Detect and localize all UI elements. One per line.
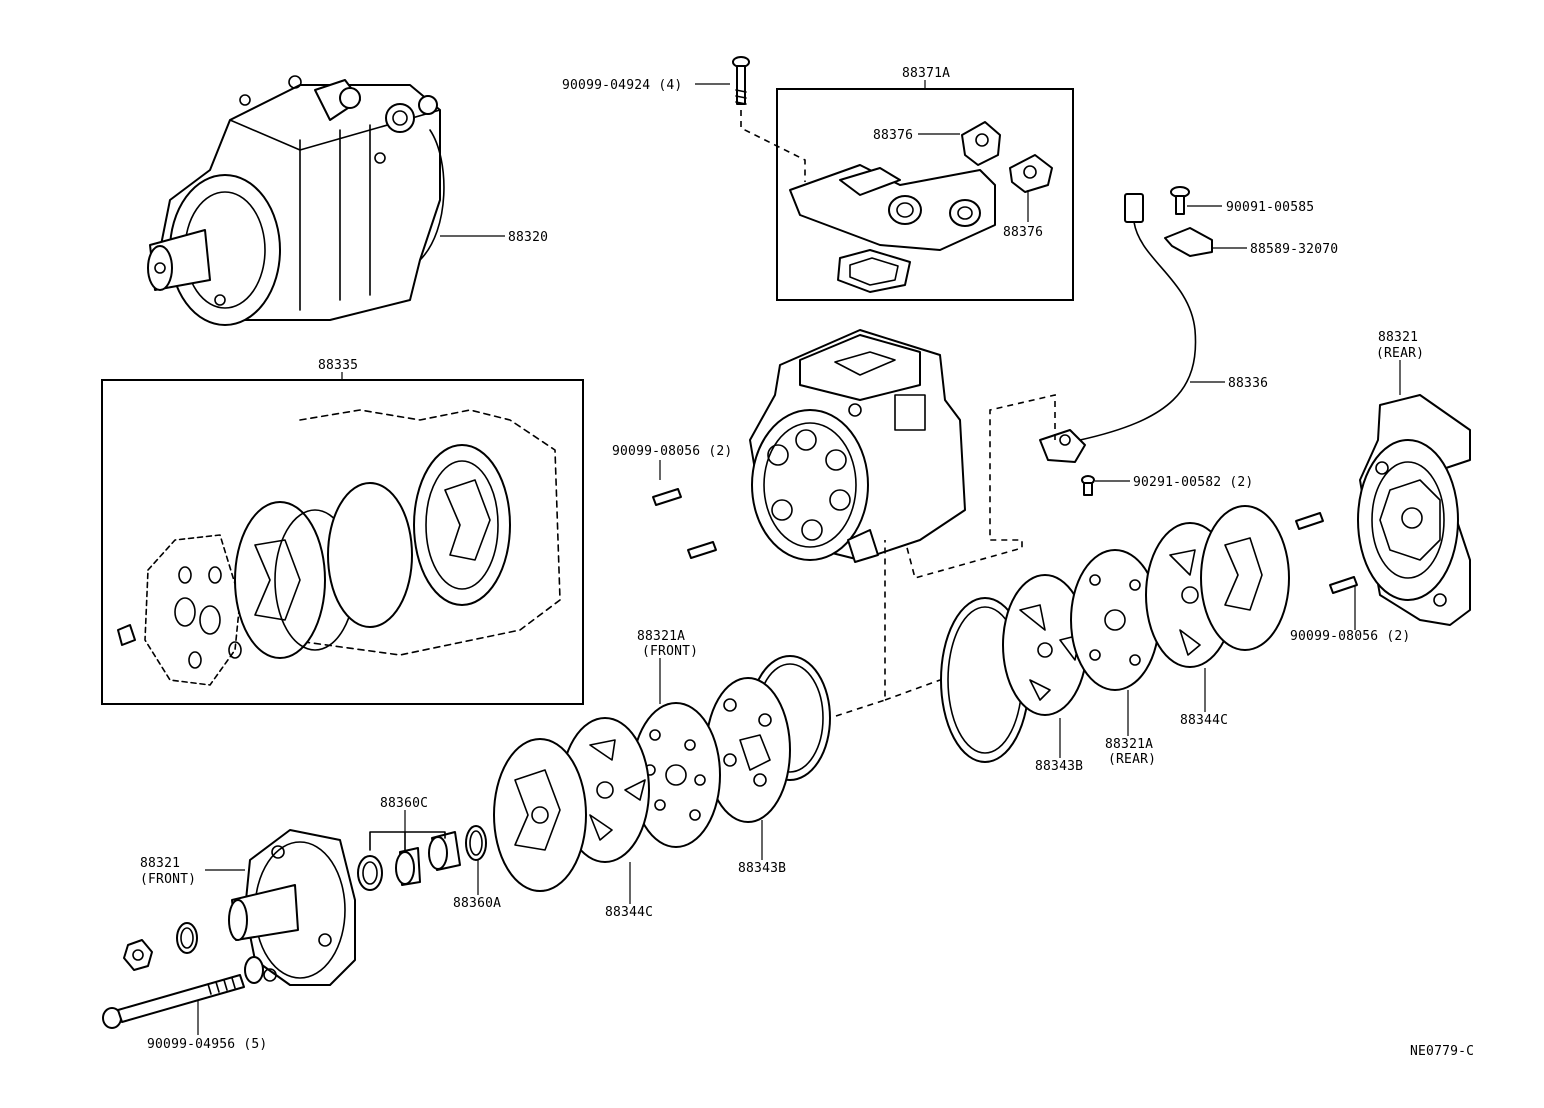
front-rear-guide xyxy=(835,540,886,717)
gasket-left-illustration xyxy=(705,677,791,823)
sensor-wire-illustration xyxy=(1039,193,1197,463)
label-reed-valve-right: 88344C xyxy=(1180,713,1228,728)
label-bolt-top: 90099-04924 (4) xyxy=(562,78,682,93)
long-bolt-illustration xyxy=(102,974,245,1029)
pins-left-illustration xyxy=(652,488,717,559)
clamp-illustration xyxy=(1164,227,1213,257)
label-snap-ring: 88360A xyxy=(453,896,501,911)
front-housing-illustration xyxy=(228,829,356,986)
sensor-guide xyxy=(904,393,1056,579)
compressor-assembly-illustration xyxy=(147,75,445,326)
label-housing-rear-note: (REAR) xyxy=(1376,346,1424,361)
pins-right-illustration xyxy=(1295,512,1358,594)
front-rear-guide-b xyxy=(884,679,941,701)
label-gasket-left: 88343B xyxy=(738,861,786,876)
snap-ring-illustration xyxy=(465,825,487,861)
label-pin-right: 90099-08056 (2) xyxy=(1290,629,1410,644)
valve-plate-rear-illustration xyxy=(1070,549,1160,691)
rear-housing-illustration xyxy=(1357,394,1471,626)
leader-lines xyxy=(197,80,1401,1035)
label-valve-fitting-b: 88376 xyxy=(1003,225,1043,240)
bolt-top-guide xyxy=(740,110,806,182)
label-pin-left: 90099-08056 (2) xyxy=(612,444,732,459)
shaft-parts-illustration xyxy=(123,922,264,984)
label-compressor-assy: 88320 xyxy=(508,230,548,245)
seal-kit-illustration xyxy=(357,831,461,891)
label-valve-plate-front-note: (FRONT) xyxy=(642,644,698,659)
label-reed-valve-left: 88344C xyxy=(605,905,653,920)
label-bolt-long: 90099-04956 (5) xyxy=(147,1037,267,1052)
label-valve-assy: 88371A xyxy=(902,66,950,81)
sensor-screw-illustration xyxy=(1081,475,1095,496)
figure-code: NE0779-C xyxy=(1410,1044,1474,1059)
label-housing-front-note: (FRONT) xyxy=(140,872,196,887)
label-valve-plate-front: 88321A xyxy=(637,629,685,644)
label-valve-fitting-a: 88376 xyxy=(873,128,913,143)
label-valve-plate-rear: 88321A xyxy=(1105,737,1153,752)
front-reed-plate-illustration xyxy=(493,738,587,892)
overhaul-kit-illustration xyxy=(117,409,561,686)
label-screw-sensor: 90291-00582 (2) xyxy=(1133,475,1253,490)
label-housing-front: 88321 xyxy=(140,856,180,871)
rear-reed-plate-illustration xyxy=(1200,505,1290,651)
small-bolt-illustration xyxy=(1170,186,1190,215)
label-overhaul-kit: 88335 xyxy=(318,358,358,373)
label-housing-rear: 88321 xyxy=(1378,330,1418,345)
label-clamp: 88589-32070 xyxy=(1250,242,1338,257)
bolt-top-illustration xyxy=(732,56,750,105)
label-seal-kit: 88360C xyxy=(380,796,428,811)
label-valve-plate-rear-note: (REAR) xyxy=(1108,752,1156,767)
label-gasket-right: 88343B xyxy=(1035,759,1083,774)
cylinder-block-illustration xyxy=(749,329,966,563)
valve-assembly-illustration xyxy=(789,121,1053,293)
label-sensor: 88336 xyxy=(1228,376,1268,391)
label-bolt-small: 90091-00585 xyxy=(1226,200,1314,215)
